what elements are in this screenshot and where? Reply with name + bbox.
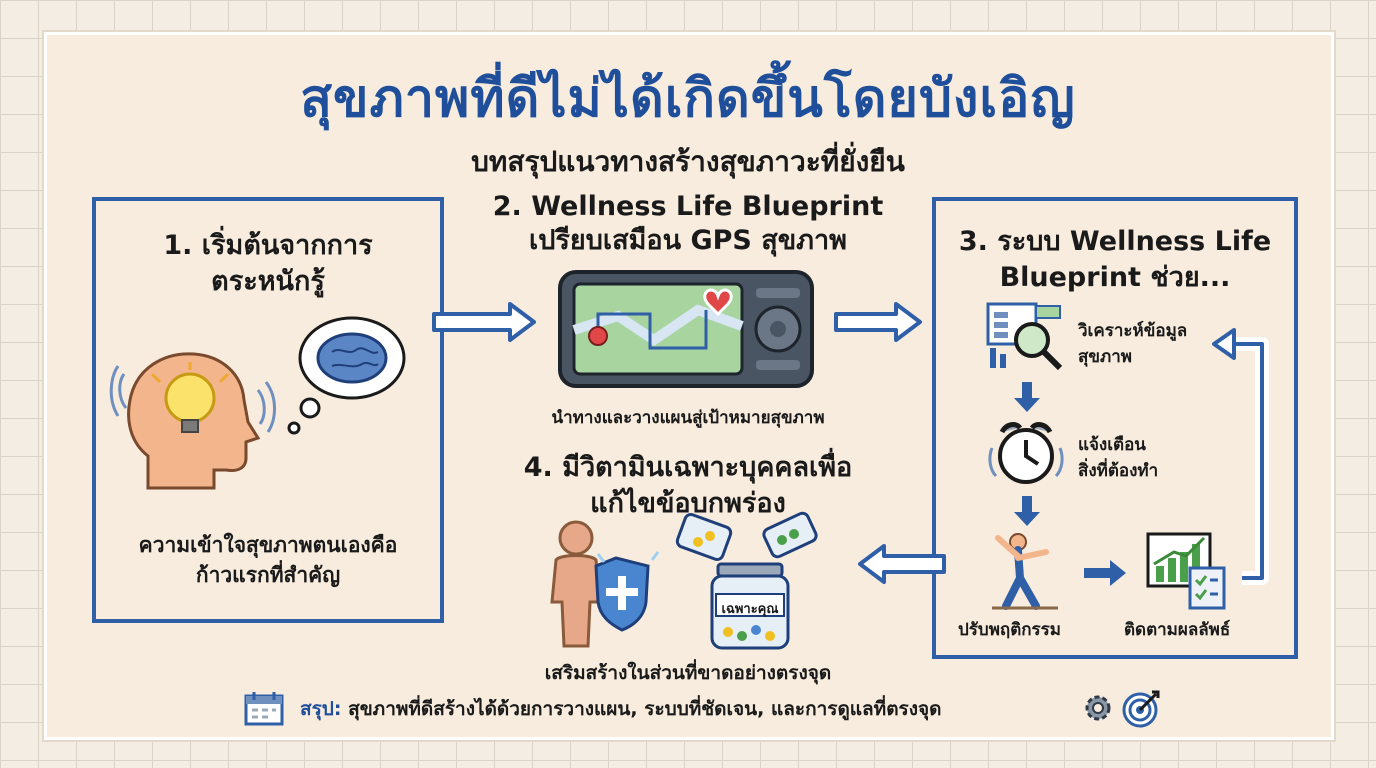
head-lightbulb-icon	[109, 352, 276, 490]
step2-heading: 2. Wellness Life Blueprint เปรียบเสมือน …	[460, 190, 916, 258]
summary-prefix: สรุป:	[300, 698, 342, 720]
arrow-left-icon	[858, 544, 946, 584]
summary-line: สรุป: สุขภาพที่ดีสร้างได้ด้วยการวางแผน, …	[300, 694, 942, 724]
step3-panel	[932, 197, 1298, 659]
step3-alert-line1: แจ้งเตือน	[1078, 435, 1146, 455]
step2-heading-line1: 2. Wellness Life Blueprint	[492, 191, 884, 222]
step3-analyze-line2: สุขภาพ	[1078, 347, 1132, 367]
body-shield-icon	[550, 520, 660, 648]
step1-caption-line1: ความเข้าใจสุขภาพตนเองคือ	[138, 533, 398, 557]
exercise-person-icon	[992, 533, 1058, 610]
target-icon	[1122, 690, 1160, 728]
step3-heading: 3. ระบบ Wellness Life Blueprint ช่วย...	[932, 224, 1298, 296]
step3-heading-line1: 3. ระบบ Wellness Life	[958, 226, 1272, 257]
step1-caption: ความเข้าใจสุขภาพตนเองคือ ก้าวแรกที่สำคัญ	[92, 530, 444, 590]
step4-heading-line1: 4. มีวิตามินเฉพาะบุคคลเพื่อ	[523, 452, 853, 483]
step2-caption: นำทางและวางแผนสู่เป้าหมายสุขภาพ	[551, 408, 825, 428]
calendar-icon	[244, 692, 284, 726]
page-title: สุขภาพที่ดีไม่ได้เกิดขึ้นโดยบังเอิญ	[300, 69, 1076, 129]
arrow-right-icon	[1084, 560, 1126, 586]
page-subtitle: บทสรุปแนวทางสร้างสุขภาวะที่ยั่งยืน	[471, 145, 905, 178]
arrow-down-icon	[1014, 496, 1040, 526]
step3-adjust-label: ปรับพฤติกรรม	[958, 620, 1062, 640]
gps-device-icon	[558, 270, 814, 388]
step3-track-label: ติดตามผลลัพธ์	[1124, 620, 1231, 640]
vitamin-jar-icon	[710, 562, 790, 650]
step1-caption-line2: ก้าวแรกที่สำคัญ	[195, 563, 341, 587]
gear-icon	[1085, 695, 1111, 721]
vitamin-jar-label: เฉพาะคุณ	[721, 602, 779, 617]
step1-heading: 1. เริ่มต้นจากการ ตระหนักรู้	[92, 228, 444, 300]
step3-alert-label: แจ้งเตือน สิ่งที่ต้องทำ	[1078, 432, 1158, 484]
progress-chart-icon	[1146, 532, 1226, 610]
step1-heading-line1: 1. เริ่มต้นจากการ	[163, 230, 373, 261]
step3-heading-line2: Blueprint ช่วย...	[999, 262, 1231, 293]
step4-caption: เสริมสร้างในส่วนที่ขาดอย่างตรงจุด	[544, 662, 832, 684]
step3-analyze-line1: วิเคราะห์ข้อมูล	[1078, 321, 1188, 341]
arrow-right-icon	[432, 302, 536, 342]
step2-heading-line2: เปรียบเสมือน GPS สุขภาพ	[529, 225, 847, 256]
brain-thought-bubble-icon	[287, 316, 406, 435]
step1-heading-line2: ตระหนักรู้	[211, 266, 325, 297]
arrow-down-icon	[1014, 382, 1040, 412]
summary-text: สุขภาพที่ดีสร้างได้ด้วยการวางแผน, ระบบที…	[348, 698, 942, 720]
step3-alert-line2: สิ่งที่ต้องทำ	[1078, 461, 1159, 481]
alarm-clock-icon	[988, 422, 1064, 484]
vitamin-bottles-icon	[675, 511, 818, 561]
arrow-right-icon	[834, 302, 922, 342]
data-analysis-icon	[986, 302, 1063, 371]
loop-arrow-icon	[1212, 328, 1269, 585]
step3-analyze-label: วิเคราะห์ข้อมูล สุขภาพ	[1078, 318, 1187, 370]
